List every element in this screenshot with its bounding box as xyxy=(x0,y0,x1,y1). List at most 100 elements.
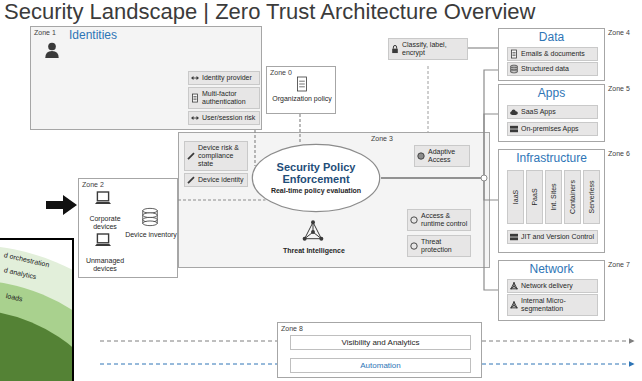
box-label: Multi-factor authentication xyxy=(202,90,257,106)
box-label: JIT and Version Control xyxy=(521,233,595,241)
policy-ellipse: Security Policy EnforcementReal-time pol… xyxy=(251,143,381,213)
service-box: Multi-factor authentication xyxy=(188,87,260,109)
box-label: Device identity xyxy=(198,176,245,184)
pen-icon xyxy=(188,177,194,183)
box-label: Network delivery xyxy=(521,282,595,290)
service-box: On-premises Apps xyxy=(507,122,598,136)
box-label: SaaS Apps xyxy=(521,108,595,116)
inner-disc xyxy=(0,310,74,381)
junction-dot xyxy=(481,175,487,181)
infra-box: Serverless xyxy=(583,170,600,224)
box-label: Organization policy xyxy=(271,95,333,103)
box-label: Int. Sites xyxy=(549,183,557,210)
arrows-icon xyxy=(191,76,199,80)
server-icon xyxy=(510,234,518,240)
server-icon xyxy=(510,126,518,132)
zone-label: Zone 1 xyxy=(34,29,56,37)
doc-icon xyxy=(511,50,516,58)
zone-label: Zone 6 xyxy=(608,150,630,158)
net-icon xyxy=(303,220,324,240)
connector xyxy=(381,178,498,290)
connector xyxy=(178,199,265,200)
net-icon xyxy=(510,301,518,308)
connector xyxy=(381,178,498,200)
box-label: Emails & documents xyxy=(521,50,595,58)
dashed-flow xyxy=(482,341,634,342)
person-icon xyxy=(45,43,58,58)
box-label: On-premises Apps xyxy=(521,125,595,133)
gear-icon xyxy=(418,153,424,159)
device-label: Device inventory xyxy=(125,231,177,239)
zone-box: Zone 4DataEmails & documentsStructured d… xyxy=(498,28,605,81)
zone-box: Zone 6InfrastructureIaaSPaaSInt. SitesCo… xyxy=(498,149,605,253)
box-label: Classify, label, encrypt xyxy=(402,41,465,57)
service-box: Structured data xyxy=(507,62,598,76)
inset-rings xyxy=(0,245,74,381)
zone-box: Zone 1 IdentitiesIdentity providerMulti-f… xyxy=(30,26,262,130)
laptop-icon xyxy=(95,234,111,246)
connector xyxy=(381,70,498,178)
lock-icon xyxy=(392,45,398,53)
device-label: Corporate devices xyxy=(81,215,129,231)
zone-label: Zone 8 xyxy=(281,325,303,333)
box-label: Access & runtime control xyxy=(421,212,468,228)
zone-label: Zone 2 xyxy=(82,181,104,189)
dashed-flow xyxy=(100,364,277,365)
zone-label: Zone 5 xyxy=(608,85,630,93)
zone-label: Zone 4 xyxy=(608,29,630,37)
zone-heading: Infrastructure xyxy=(499,152,604,165)
bar-label: Visibility and Analytics xyxy=(294,338,467,347)
inset-ground xyxy=(0,238,74,381)
ellipse-shape xyxy=(252,144,379,211)
inset-label: loads xyxy=(5,292,23,303)
shield-icon xyxy=(411,243,417,249)
service-box: Network delivery xyxy=(507,279,598,293)
zone-heading: Network xyxy=(499,263,604,276)
zone-bar: Visibility and Analytics xyxy=(290,335,471,350)
service-box: Device identity xyxy=(184,173,248,187)
zone-bar: Automation xyxy=(290,358,471,373)
service-box: Emails & documents xyxy=(507,47,598,61)
outer-ring xyxy=(0,245,74,381)
service-box: JIT and Version Control xyxy=(507,230,598,244)
leader-line xyxy=(428,66,429,132)
box-label: Identity provider xyxy=(202,74,257,82)
zone-box: Zone 7NetworkNetwork deliveryInternal Mi… xyxy=(498,260,605,321)
zone-label: Zone 7 xyxy=(608,261,630,269)
cloud-icon xyxy=(510,109,518,115)
zone-box: Zone 3Threat IntelligenceDevice risk & c… xyxy=(178,132,490,268)
zone-box: Zone 0Organization policy xyxy=(266,66,336,114)
ellipse-title: Security Policy Enforcement xyxy=(265,161,367,185)
service-box: Classify, label, encrypt xyxy=(388,38,468,60)
connector xyxy=(468,47,498,48)
box-label: IaaS xyxy=(511,190,519,204)
connector xyxy=(254,130,255,166)
infra-box: Containers xyxy=(564,170,581,224)
box-label: Internal Micro-segmentation xyxy=(521,297,595,313)
infra-box: PaaS xyxy=(526,170,543,224)
zone-heading: Data xyxy=(499,31,604,44)
laptop-icon xyxy=(95,192,111,204)
box-label: User/session risk xyxy=(202,114,257,122)
pointer-arrow xyxy=(46,195,77,215)
zone-label: Zone 3 xyxy=(371,135,393,143)
service-box: Identity provider xyxy=(188,71,260,85)
db-icon xyxy=(511,65,517,73)
net-icon xyxy=(510,282,518,289)
zone-box: Zone 5AppsSaaS AppsOn-premises Apps xyxy=(498,84,605,142)
service-box: Threat protection xyxy=(407,235,471,257)
zone-heading: Identities xyxy=(69,29,117,42)
infra-box: IaaS xyxy=(507,170,524,224)
box-label: Containers xyxy=(568,180,576,214)
bar-label: Automation xyxy=(294,361,467,370)
inset-border xyxy=(0,239,73,381)
device-label: Unmanaged devices xyxy=(81,257,129,273)
box-label: Threat Intelligence xyxy=(269,247,359,255)
service-box: User/session risk xyxy=(188,111,260,125)
box-label: PaaS xyxy=(530,188,538,205)
db-icon xyxy=(143,208,157,225)
zone-box: Zone 2 Corporate devicesUnmanaged devices… xyxy=(78,178,178,278)
dashed-flow xyxy=(482,364,634,365)
service-box: SaaS Apps xyxy=(507,105,598,119)
